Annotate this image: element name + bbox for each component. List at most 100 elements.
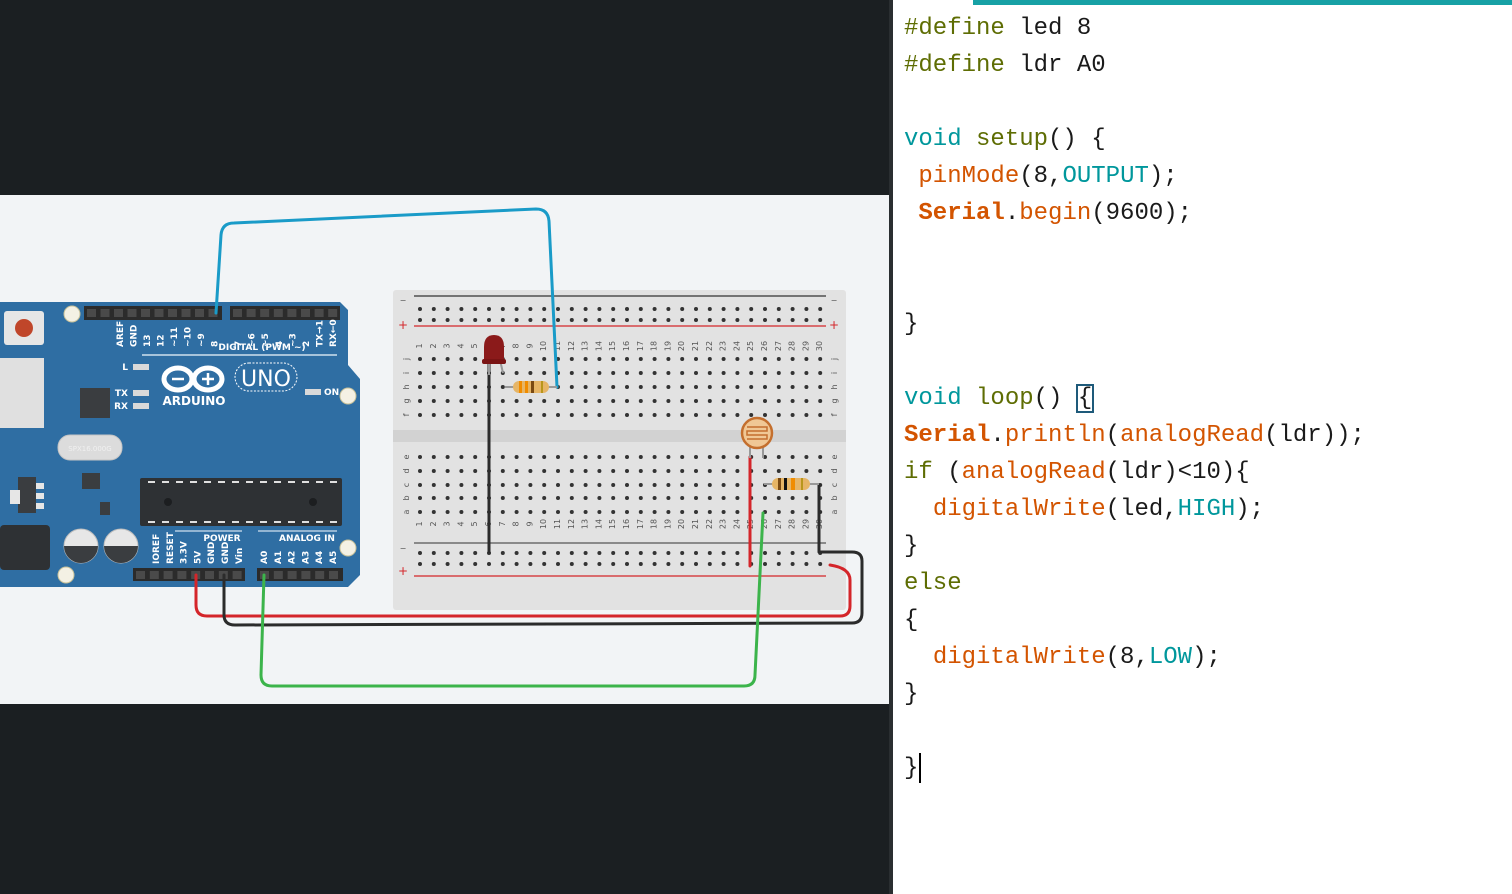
breadboard-hole[interactable] <box>445 385 450 389</box>
header-socket[interactable] <box>301 571 311 579</box>
breadboard-hole[interactable] <box>556 496 560 500</box>
breadboard-hole[interactable] <box>418 357 422 361</box>
breadboard-hole[interactable] <box>694 455 698 459</box>
breadboard-hole[interactable] <box>749 357 754 361</box>
breadboard-hole[interactable] <box>666 307 671 311</box>
breadboard-hole[interactable] <box>583 357 588 361</box>
breadboard-hole[interactable] <box>804 455 809 459</box>
breadboard-hole[interactable] <box>597 469 602 473</box>
breadboard-hole[interactable] <box>473 371 478 375</box>
breadboard-hole[interactable] <box>542 371 547 375</box>
breadboard-hole[interactable] <box>818 357 823 361</box>
breadboard-hole[interactable] <box>721 357 726 361</box>
header-socket[interactable] <box>287 571 297 579</box>
breadboard-hole[interactable] <box>500 562 505 566</box>
breadboard-hole[interactable] <box>749 399 754 403</box>
led-red[interactable] <box>482 335 506 375</box>
breadboard-hole[interactable] <box>804 469 809 473</box>
breadboard-hole[interactable] <box>418 413 422 417</box>
breadboard-hole[interactable] <box>666 455 671 459</box>
breadboard-hole[interactable] <box>763 469 767 473</box>
breadboard-hole[interactable] <box>707 357 712 361</box>
breadboard-hole[interactable] <box>625 371 629 375</box>
breadboard-hole[interactable] <box>556 455 560 459</box>
breadboard-hole[interactable] <box>694 469 698 473</box>
breadboard-hole[interactable] <box>418 455 422 459</box>
code-line[interactable]: } <box>904 528 1365 565</box>
breadboard-hole[interactable] <box>652 307 657 311</box>
breadboard-hole[interactable] <box>473 496 478 500</box>
breadboard-hole[interactable] <box>611 385 616 389</box>
breadboard-hole[interactable] <box>625 496 629 500</box>
header-socket[interactable] <box>195 309 204 317</box>
breadboard-hole[interactable] <box>583 510 588 514</box>
breadboard-hole[interactable] <box>528 496 533 500</box>
breadboard-hole[interactable] <box>763 318 767 322</box>
breadboard-hole[interactable] <box>542 399 547 403</box>
code-line[interactable] <box>904 232 1365 269</box>
breadboard-hole[interactable] <box>514 496 519 500</box>
breadboard-hole[interactable] <box>804 399 809 403</box>
breadboard-hole[interactable] <box>735 496 740 500</box>
header-socket[interactable] <box>287 309 297 317</box>
code-line[interactable] <box>904 343 1365 380</box>
breadboard-hole[interactable] <box>694 357 698 361</box>
breadboard-hole[interactable] <box>694 496 698 500</box>
header-socket[interactable] <box>232 571 242 579</box>
header-socket[interactable] <box>260 309 270 317</box>
breadboard-hole[interactable] <box>556 307 560 311</box>
breadboard-hole[interactable] <box>735 307 740 311</box>
breadboard-hole[interactable] <box>556 551 560 555</box>
breadboard-hole[interactable] <box>459 357 464 361</box>
code-line[interactable]: void loop() { <box>904 380 1365 417</box>
breadboard-hole[interactable] <box>804 385 809 389</box>
breadboard-hole[interactable] <box>625 357 629 361</box>
breadboard-hole[interactable] <box>528 510 533 514</box>
breadboard-hole[interactable] <box>790 455 795 459</box>
code-line[interactable]: { <box>904 602 1365 639</box>
breadboard-hole[interactable] <box>666 496 671 500</box>
breadboard-hole[interactable] <box>569 371 574 375</box>
breadboard-hole[interactable] <box>569 385 574 389</box>
breadboard-hole[interactable] <box>569 562 574 566</box>
breadboard-hole[interactable] <box>431 399 436 403</box>
breadboard-hole[interactable] <box>418 551 422 555</box>
breadboard-hole[interactable] <box>625 483 629 487</box>
breadboard-hole[interactable] <box>625 562 629 566</box>
breadboard-hole[interactable] <box>763 385 767 389</box>
breadboard-hole[interactable] <box>735 357 740 361</box>
breadboard-hole[interactable] <box>597 455 602 459</box>
breadboard-hole[interactable] <box>514 318 519 322</box>
breadboard-hole[interactable] <box>569 469 574 473</box>
breadboard-hole[interactable] <box>776 496 781 500</box>
breadboard-hole[interactable] <box>611 469 616 473</box>
breadboard-hole[interactable] <box>652 318 657 322</box>
breadboard-hole[interactable] <box>666 357 671 361</box>
breadboard-hole[interactable] <box>583 307 588 311</box>
breadboard-hole[interactable] <box>473 469 478 473</box>
breadboard-hole[interactable] <box>542 562 547 566</box>
breadboard-hole[interactable] <box>694 385 698 389</box>
breadboard-hole[interactable] <box>569 551 574 555</box>
breadboard-hole[interactable] <box>818 413 823 417</box>
breadboard-hole[interactable] <box>418 510 422 514</box>
breadboard-hole[interactable] <box>445 551 450 555</box>
breadboard-hole[interactable] <box>611 371 616 375</box>
breadboard-hole[interactable] <box>790 496 795 500</box>
breadboard-hole[interactable] <box>500 307 505 311</box>
wire-5v-power[interactable] <box>194 563 852 618</box>
breadboard-hole[interactable] <box>776 371 781 375</box>
breadboard-hole[interactable] <box>707 413 712 417</box>
breadboard-hole[interactable] <box>680 318 685 322</box>
breadboard-hole[interactable] <box>459 510 464 514</box>
breadboard-hole[interactable] <box>776 469 781 473</box>
breadboard-hole[interactable] <box>652 399 657 403</box>
header-socket[interactable] <box>273 309 283 317</box>
header-socket[interactable] <box>177 571 187 579</box>
breadboard-hole[interactable] <box>721 371 726 375</box>
breadboard-hole[interactable] <box>459 496 464 500</box>
breadboard-hole[interactable] <box>666 371 671 375</box>
breadboard-hole[interactable] <box>652 562 657 566</box>
breadboard-hole[interactable] <box>666 562 671 566</box>
breadboard-hole[interactable] <box>707 307 712 311</box>
